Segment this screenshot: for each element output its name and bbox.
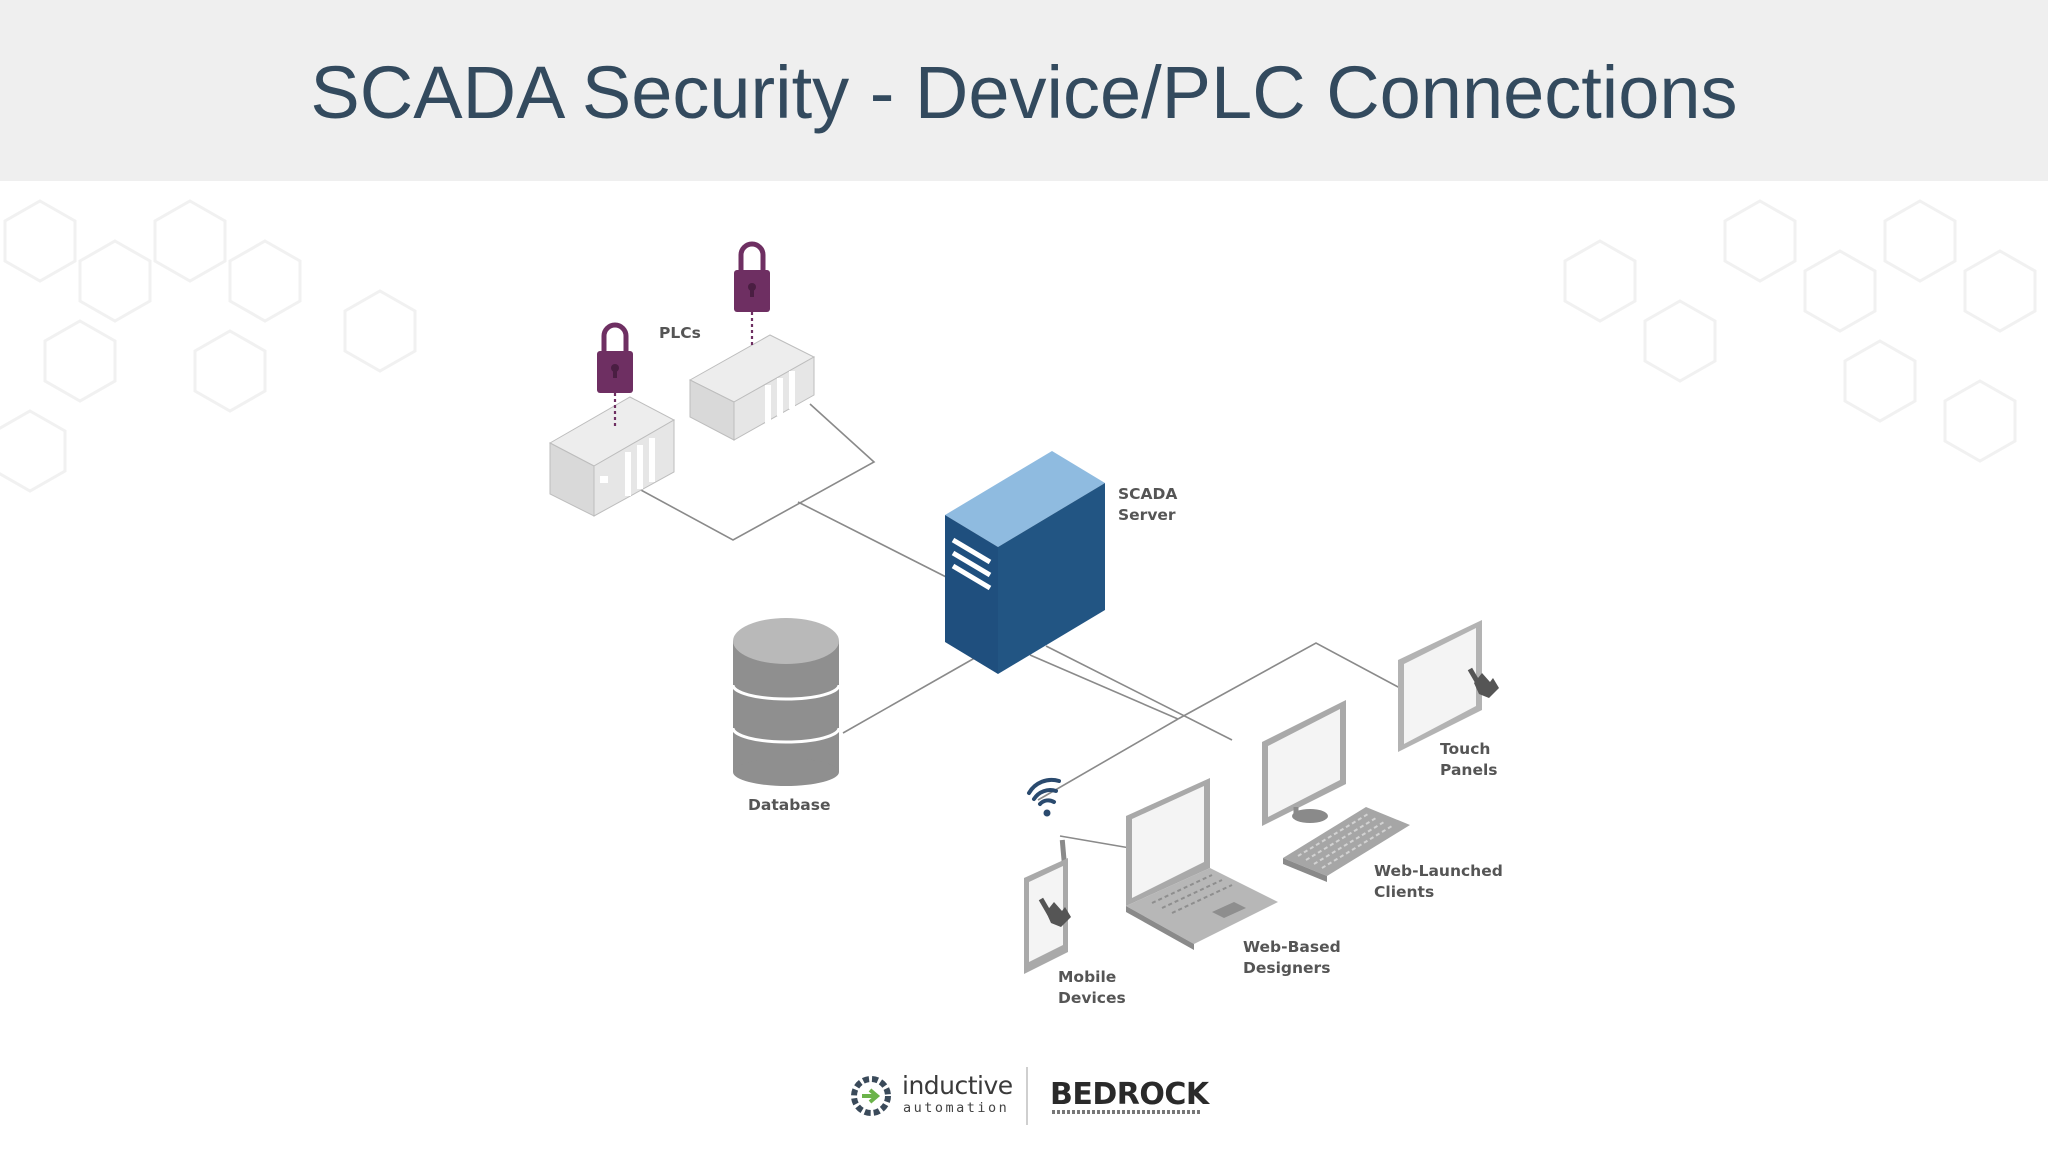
gear-icon: [851, 1076, 891, 1116]
padlock-icon: [597, 322, 633, 427]
inductive-logo-text: inductive: [902, 1071, 1013, 1100]
touch-panels-label: Touch Panels: [1440, 740, 1498, 779]
web-based-designers-label: Web-Based Designers: [1243, 938, 1341, 977]
monitor-keyboard-icon: [1262, 700, 1410, 882]
plcs-label: PLCs: [659, 324, 701, 342]
touch-panel-icon: [1398, 620, 1499, 752]
bedrock-logo: BEDROCK: [1050, 1077, 1209, 1112]
web-launched-clients-label: Web-Launched Clients: [1374, 862, 1503, 901]
title-bar: SCADA Security - Device/PLC Connections: [0, 0, 2048, 181]
connection-lines: [627, 403, 1401, 849]
bedrock-logo-tagline: [1052, 1110, 1202, 1114]
mobile-devices-label: Mobile Devices: [1058, 968, 1126, 1007]
wifi-icon: [1027, 777, 1061, 817]
plc-rack-icon: [688, 334, 816, 441]
laptop-icon: [1126, 778, 1278, 950]
hexagon-background-pattern: [0, 199, 2037, 493]
scada-server-label: SCADA Server: [1118, 485, 1178, 524]
server-tower-icon: [945, 451, 1105, 674]
inductive-automation-logo: inductive automation: [846, 1069, 1013, 1125]
padlock-icon: [734, 241, 770, 345]
automation-logo-text: automation: [903, 1100, 1010, 1116]
slide-title: SCADA Security - Device/PLC Connections: [310, 51, 1738, 134]
logo-divider: [1026, 1067, 1028, 1125]
mobile-phone-icon: [1024, 839, 1071, 974]
database-label: Database: [748, 796, 831, 814]
plc-rack-icon: [548, 396, 676, 517]
database-cylinder-icon: [731, 618, 841, 786]
